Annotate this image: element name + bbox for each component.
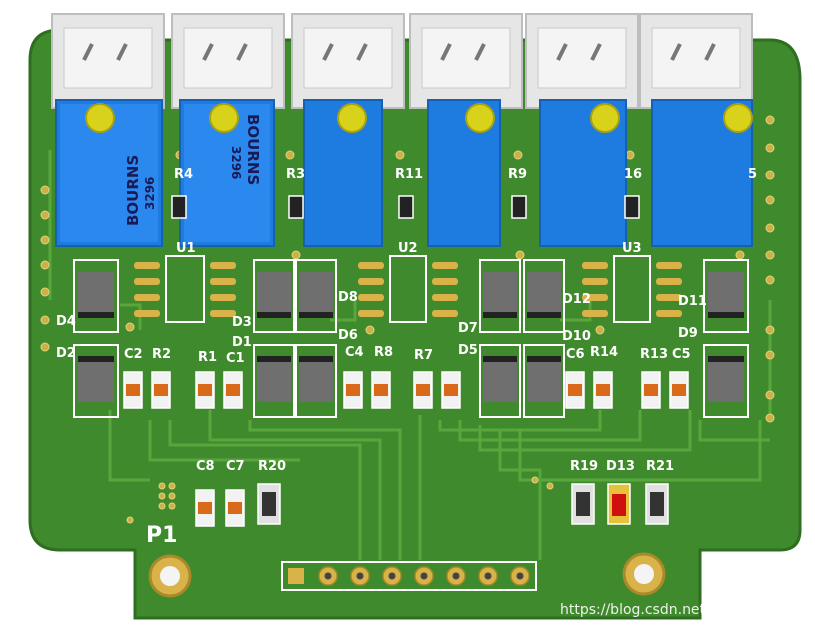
connector-2 [171, 13, 285, 109]
label-c8: C8 [196, 459, 215, 474]
label-d10: D10 [562, 329, 591, 344]
label-c1: C1 [226, 351, 245, 366]
label-u1: U1 [176, 241, 196, 256]
label-r9: R9 [508, 167, 527, 182]
svg-text:BOURNS: BOURNS [244, 114, 262, 185]
label-r19: R19 [570, 459, 598, 474]
label-r2: R2 [152, 347, 171, 362]
connector-4 [409, 13, 523, 109]
label-r20: R20 [258, 459, 286, 474]
label-r1: R1 [198, 350, 217, 365]
label-r7: R7 [414, 348, 433, 363]
label-c5: C5 [672, 347, 691, 362]
label-d2: D2 [56, 346, 76, 361]
trimpot-5 [539, 99, 627, 247]
connector-3 [291, 13, 405, 109]
diodes [73, 259, 749, 418]
label-c7: C7 [226, 459, 245, 474]
label-d1: D1 [232, 335, 252, 350]
label-u3: U3 [622, 241, 642, 256]
trimpot-1-model: 3296 [143, 177, 157, 210]
label-partial-5: 5 [748, 167, 757, 182]
trimpot-4 [427, 99, 501, 247]
trimpot-2-model: 3296 [229, 146, 243, 179]
passives-0805 [123, 371, 689, 527]
label-d4: D4 [56, 314, 76, 329]
pin-header-p1 [281, 561, 537, 591]
label-partial-16: 16 [624, 167, 642, 182]
label-r4: R4 [174, 167, 193, 182]
ic-u2 [358, 255, 458, 323]
header-connectors [51, 13, 753, 109]
connector-5 [525, 13, 639, 109]
label-d13: D13 [606, 459, 635, 474]
resistor-1206 [257, 483, 669, 525]
mounting-holes [148, 552, 666, 598]
label-c4: C4 [345, 345, 364, 360]
svg-text:3296: 3296 [229, 146, 243, 179]
trimpot-3 [303, 99, 383, 247]
trimpot-6 [651, 99, 753, 247]
label-d9: D9 [678, 326, 698, 341]
label-u2: U2 [398, 241, 418, 256]
label-r3: R3 [286, 167, 305, 182]
trimpot-2: BOURNS 3296 [179, 99, 275, 247]
copper-traces [48, 150, 772, 560]
trimpot-1: BOURNS 3296 [55, 99, 163, 247]
label-d11: D11 [678, 294, 707, 309]
trimpots: BOURNS 3296 BOURNS 3296 [55, 99, 753, 247]
label-d7: D7 [458, 321, 478, 336]
label-c2: C2 [124, 347, 143, 362]
silkscreen-labels: R4 R3 R11 R9 16 5 R2 R1 R8 R7 R14 R13 R2… [56, 167, 757, 548]
label-p1: P1 [146, 523, 177, 548]
led-d13 [607, 483, 631, 525]
svg-text:3296: 3296 [143, 177, 157, 210]
ic-u3 [582, 255, 682, 323]
ics [134, 255, 682, 323]
svg-text:BOURNS: BOURNS [124, 155, 142, 226]
connector-6 [639, 13, 753, 109]
ic-u1 [134, 255, 236, 323]
trimpot-2-brand: BOURNS [244, 114, 262, 185]
connector-1 [51, 13, 165, 109]
label-d6: D6 [338, 328, 358, 343]
label-d8: D8 [338, 290, 358, 305]
smd-small-parts [171, 195, 640, 219]
label-r11: R11 [395, 167, 423, 182]
trimpot-1-brand: BOURNS [124, 155, 142, 226]
label-r13: R13 [640, 347, 668, 362]
label-c6: C6 [566, 347, 585, 362]
label-d12: D12 [562, 292, 591, 307]
label-d5: D5 [458, 343, 478, 358]
watermark-text: https://blog.csdn.net/qq_44705488 [560, 602, 806, 618]
label-d3: D3 [232, 315, 252, 330]
label-r21: R21 [646, 459, 674, 474]
label-r8: R8 [374, 345, 393, 360]
label-r14: R14 [590, 345, 618, 360]
